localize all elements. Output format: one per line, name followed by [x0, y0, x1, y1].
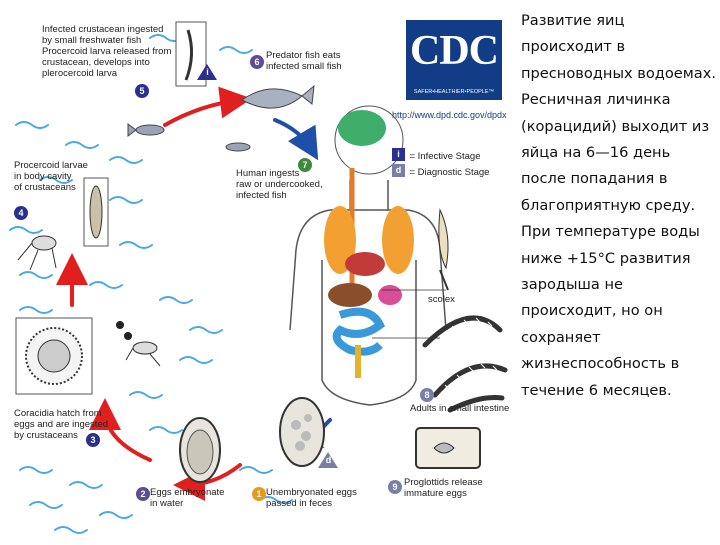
procercoid-larva-icon — [83, 177, 109, 247]
step-number-7: 7 — [298, 158, 312, 172]
small-fish-2-icon — [225, 142, 251, 152]
label-step-5: Infected crustacean ingested by small fr… — [42, 24, 172, 79]
step-number-1: 1 — [252, 487, 266, 501]
cdc-url: http://www.dpd.cdc.gov/dpdx — [392, 110, 507, 120]
label-scolex: scolex — [428, 294, 455, 305]
legend-infective-label: = Infective Stage — [409, 151, 481, 162]
description-paragraph: Развитие яиц происходит в пресноводных в… — [521, 12, 716, 399]
label-step-7: Human ingests raw or undercooked, infect… — [236, 168, 323, 201]
step-number-6: 6 — [250, 55, 264, 69]
coracidium-icon — [15, 317, 93, 395]
step-number-2: 2 — [136, 487, 150, 501]
cdc-tagline: SAFER•HEALTHIER•PEOPLE™ — [413, 89, 495, 95]
step-number-4: 4 — [14, 206, 28, 220]
adult-worm-segments-icon — [439, 317, 498, 390]
label-step-4: Procercoid larvae in body cavity of crus… — [14, 160, 88, 193]
proglottid-icon — [415, 427, 481, 469]
life-cycle-illustration — [9, 21, 508, 534]
head-brain-icon — [334, 105, 404, 175]
unembryonated-egg-icon — [279, 397, 325, 467]
label-step-9: Proglottids release immature eggs — [404, 477, 483, 499]
infective-stage-letter: i — [206, 67, 209, 77]
organs-icon — [324, 168, 414, 378]
step-number-8: 8 — [420, 388, 434, 402]
small-fish-icon — [127, 123, 165, 137]
step-number-5: 5 — [135, 84, 149, 98]
predator-fish-icon — [241, 84, 315, 109]
coracidium-small-icon — [116, 321, 132, 340]
legend-diagnostic: d = Diagnostic Stage — [392, 162, 489, 178]
adult-worm-icon — [422, 315, 508, 413]
legend-diagnostic-label: = Diagnostic Stage — [409, 167, 490, 178]
label-step-1: Unembryonated eggs passed in feces — [266, 487, 357, 509]
legend-diagnostic-symbol: d — [392, 164, 405, 178]
diagnostic-stage-marker-icon — [318, 452, 338, 468]
embryonated-egg-icon — [179, 417, 221, 483]
diagnostic-stage-letter: d — [325, 455, 332, 465]
label-step-3: Coracidia hatch from eggs and are ingest… — [14, 408, 109, 441]
label-step-2: Eggs embryonate in water — [150, 487, 225, 509]
water-waves — [9, 34, 293, 534]
cdc-logo-text: CDC — [410, 28, 499, 74]
step-number-3: 3 — [86, 433, 100, 447]
leader-lines — [372, 289, 446, 339]
scolex-icon — [438, 208, 449, 291]
legend-infective: i = Infective Stage — [392, 146, 489, 162]
label-step-8: Adults in small intestine — [410, 403, 510, 414]
life-cycle-diagram: Infected crustacean ingested by small fr… — [9, 20, 510, 534]
label-step-6: Predator fish eats infected small fish — [266, 50, 342, 72]
infective-stage-marker-icon — [197, 64, 217, 80]
cycle-arrows — [56, 86, 252, 501]
copepod-icon — [17, 235, 57, 271]
legend: i = Infective Stage d = Diagnostic Stage — [392, 146, 489, 178]
step-number-9: 9 — [388, 480, 402, 494]
crustacean-icon — [125, 341, 161, 367]
cdc-logo: CDC SAFER•HEALTHIER•PEOPLE™ — [406, 20, 502, 100]
legend-infective-symbol: i — [392, 148, 405, 162]
